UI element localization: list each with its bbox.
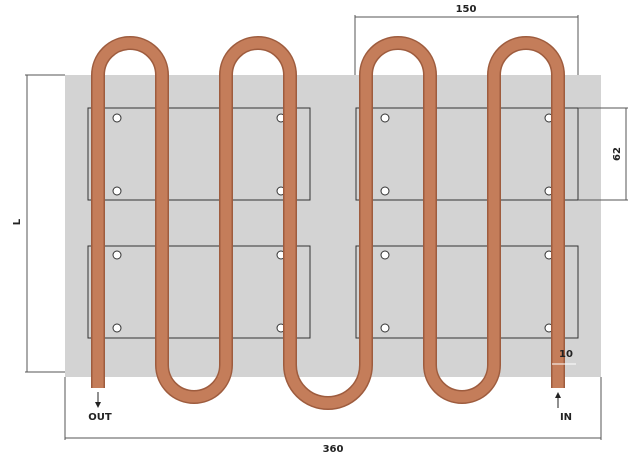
mounting-hole: [112, 113, 122, 123]
module-bottom-right: [355, 245, 579, 339]
outlet-label: OUT: [88, 412, 112, 423]
outlet-arrow: [95, 392, 101, 408]
inlet-label: IN: [560, 412, 572, 423]
dimension-length-label: L: [12, 218, 23, 225]
dimension-module-height-label: 62: [612, 147, 623, 161]
mounting-hole: [112, 250, 122, 260]
dimension-width-label: 360: [323, 444, 344, 455]
mounting-hole: [112, 186, 122, 196]
mounting-hole: [380, 113, 390, 123]
mounting-hole: [380, 186, 390, 196]
dimension-pitch-label: 150: [456, 4, 477, 15]
mounting-hole: [112, 323, 122, 333]
mounting-holes: [112, 113, 554, 333]
tube-diameter-label: 10: [559, 349, 573, 360]
inlet-arrow: [555, 392, 561, 408]
dimension-length: [25, 74, 65, 373]
serpentine-tube: [91, 36, 565, 410]
module-top-left: [87, 107, 311, 201]
tube-body: [92, 37, 564, 409]
mounting-hole: [380, 250, 390, 260]
dimension-module-height: [578, 107, 628, 201]
mounting-hole: [380, 323, 390, 333]
dimension-width: [64, 377, 602, 440]
dimension-pitch: [354, 15, 579, 75]
module-top-right: [355, 107, 579, 201]
module-bottom-left: [87, 245, 311, 339]
module-group: [87, 107, 579, 339]
base-plate: [65, 75, 601, 377]
